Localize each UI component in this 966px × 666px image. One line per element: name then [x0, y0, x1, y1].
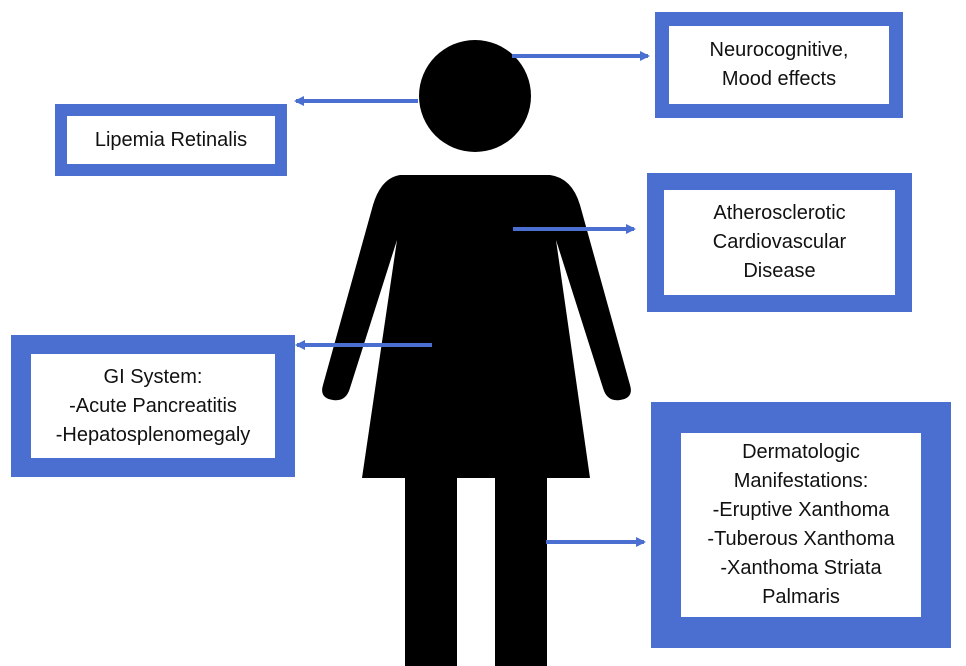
gi-system-box: GI System: -Acute Pancreatitis -Hepatosp…	[11, 335, 295, 477]
ascvd-line-1: Atherosclerotic	[713, 202, 846, 224]
neurocognitive-box: Neurocognitive, Mood effects	[655, 12, 903, 118]
lipemia-retinalis-box: Lipemia Retinalis	[55, 104, 287, 176]
lipemia-retinalis-line-1: Lipemia Retinalis	[94, 128, 248, 151]
ascvd-box: Atherosclerotic Cardiovascular Disease	[647, 173, 912, 312]
female-figure-icon	[322, 40, 631, 666]
dermatologic-line-6: Palmaris	[762, 586, 840, 608]
figure-right-leg	[495, 475, 547, 666]
dermatologic-box: Dermatologic Manifestations: -Eruptive X…	[651, 402, 951, 648]
ascvd-box-inner: Atherosclerotic Cardiovascular Disease	[664, 190, 895, 295]
dermatologic-line-5: -Xanthoma Striata	[720, 557, 882, 579]
dermatologic-box-inner: Dermatologic Manifestations: -Eruptive X…	[681, 433, 921, 617]
dermatologic-line-1: Dermatologic	[742, 441, 860, 463]
figure-dress	[322, 175, 631, 478]
figure-left-leg	[405, 475, 457, 666]
neurocognitive-box-inner: Neurocognitive, Mood effects	[669, 26, 889, 104]
gi-system-line-2: -Acute Pancreatitis	[69, 394, 237, 417]
neurocognitive-line-2: Mood effects	[721, 68, 837, 90]
dermatologic-line-2: Manifestations:	[733, 470, 869, 492]
neurocognitive-line-1: Neurocognitive,	[709, 39, 849, 61]
figure-head	[419, 40, 531, 152]
ascvd-line-3: Disease	[743, 260, 816, 282]
dermatologic-line-4: -Tuberous Xanthoma	[707, 528, 895, 550]
arrows	[294, 51, 650, 547]
gi-system-line-3: -Hepatosplenomegaly	[55, 423, 251, 446]
gi-system-box-inner: GI System: -Acute Pancreatitis -Hepatosp…	[31, 354, 275, 458]
ascvd-line-2: Cardiovascular	[712, 231, 847, 253]
lipemia-retinalis-box-inner: Lipemia Retinalis	[67, 116, 275, 164]
gi-system-line-1: GI System:	[103, 365, 203, 388]
dermatologic-line-3: -Eruptive Xanthoma	[712, 499, 890, 521]
